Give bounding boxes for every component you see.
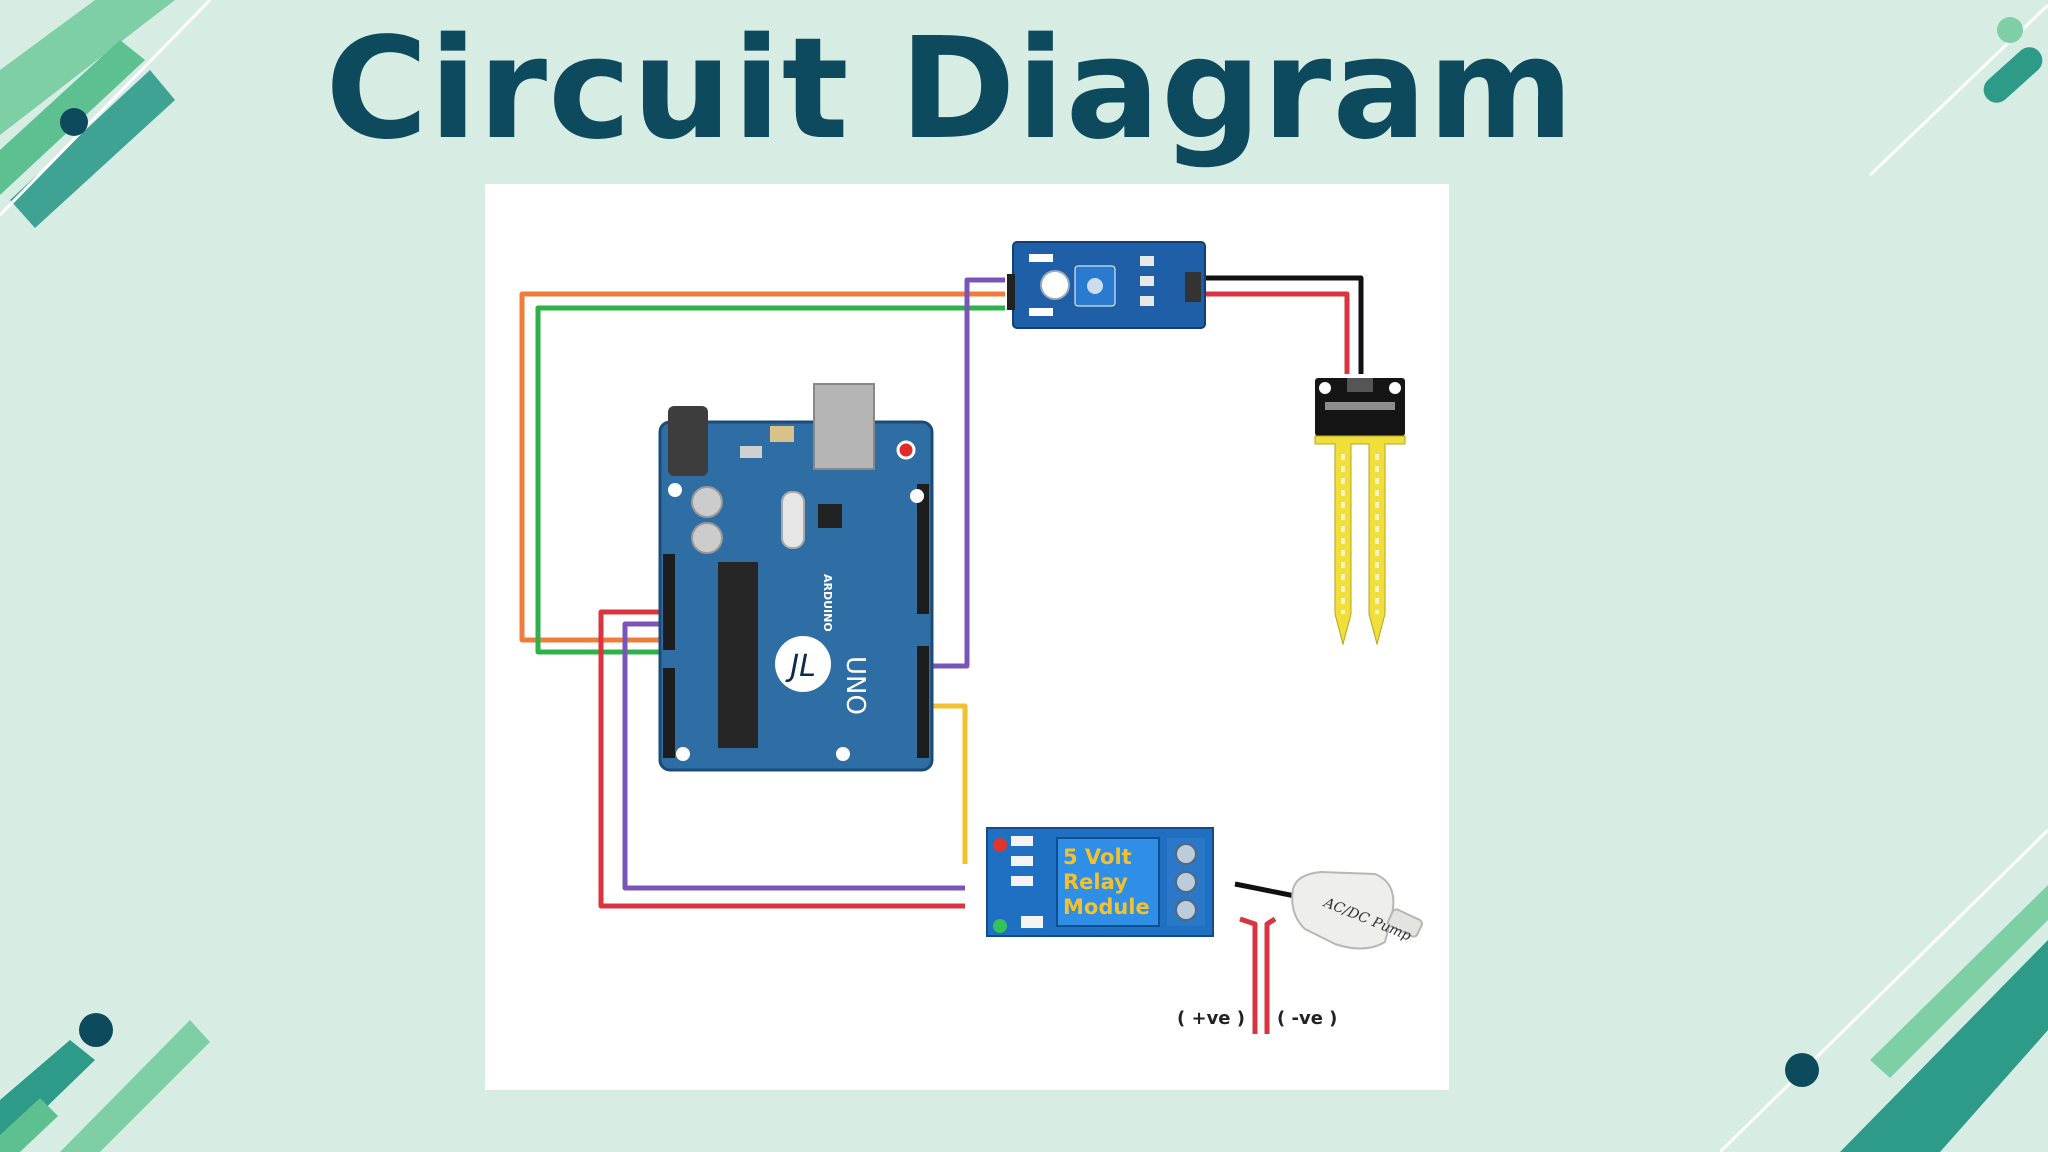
supply-positive-label: ( +ve )	[1177, 1008, 1245, 1029]
wire-black-probe	[1205, 275, 1364, 374]
circuit-diagram: JL UNO ARDUINO 5 Volt Relay Module	[519, 241, 1423, 1034]
moisture-sensor-module	[1007, 241, 1206, 329]
wire-black-pump	[1234, 881, 1296, 899]
top-left-decoration	[0, 0, 212, 228]
wire-orange	[519, 291, 1005, 643]
wires	[519, 275, 1364, 1034]
supply-negative-label: ( -ve )	[1277, 1008, 1337, 1029]
arduino-logo: JL	[775, 636, 831, 692]
bottom-left-decoration	[0, 1013, 210, 1152]
arduino-board-label: UNO	[840, 656, 870, 715]
top-right-decoration	[1868, 3, 2048, 177]
dot-icon	[1785, 1053, 1819, 1087]
circuit-diagram-panel: JL UNO ARDUINO 5 Volt Relay Module	[485, 184, 1449, 1090]
dot-icon	[1997, 17, 2023, 43]
bottom-right-decoration	[1720, 828, 2048, 1152]
wire-red-probe	[1205, 291, 1350, 374]
relay-label-line-1: 5 Volt	[1063, 845, 1132, 869]
arduino-uno-board: JL UNO ARDUINO	[658, 383, 934, 772]
dot-icon	[60, 108, 88, 136]
wire-red-relay	[598, 609, 965, 909]
dot-icon	[79, 1013, 113, 1047]
relay-label-line-2: Relay	[1063, 870, 1128, 894]
wire-purple-sensor	[923, 277, 1005, 669]
arduino-logo-text: JL	[785, 649, 816, 684]
relay-module: 5 Volt Relay Module	[986, 827, 1214, 937]
soil-probe	[1314, 378, 1406, 646]
relay-label-line-3: Module	[1063, 895, 1150, 919]
page-title: Circuit Diagram	[325, 8, 1575, 171]
wire-green	[535, 305, 1005, 655]
arduino-brand-label: ARDUINO	[821, 574, 834, 632]
wire-red-supply-negative	[1264, 916, 1277, 1034]
wire-purple-relay	[622, 621, 965, 891]
pump: AC/DC Pump	[1291, 870, 1423, 950]
wire-red-supply-positive	[1239, 916, 1258, 1034]
wire-yellow	[923, 703, 968, 864]
